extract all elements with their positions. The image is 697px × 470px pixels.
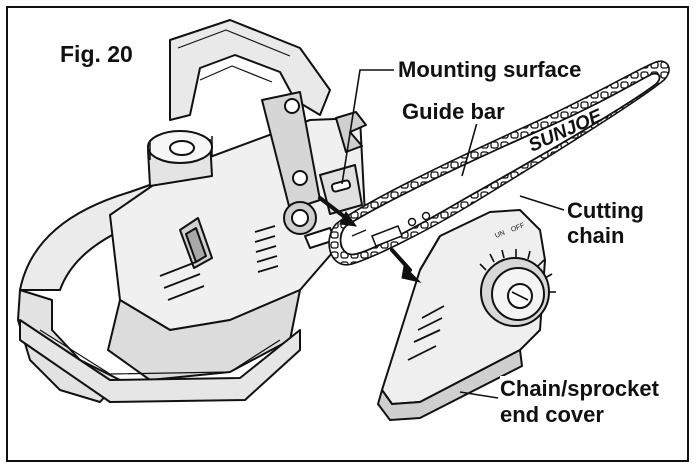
arrow-cover-icon xyxy=(390,248,412,272)
callout-end-cover-line1: Chain/sprocket xyxy=(500,376,659,401)
movement-arrows xyxy=(318,196,422,283)
figure-label: Fig. 20 xyxy=(60,41,133,67)
end-cover: UN OFF xyxy=(377,209,556,421)
callout-mounting-surface: Mounting surface xyxy=(398,57,582,82)
cover-marking-un: UN xyxy=(494,230,506,240)
arrow-cover-head-icon xyxy=(401,264,422,283)
chainsaw-body xyxy=(17,19,367,403)
arrow-bar-head-icon xyxy=(339,211,358,227)
callout-end-cover: Chain/sprocket end cover xyxy=(500,376,659,428)
leader-mounting-surface xyxy=(341,69,394,185)
callout-cutting-chain-line2: chain xyxy=(567,223,625,248)
callout-end-cover-line2: end cover xyxy=(500,402,604,427)
arrow-bar-icon xyxy=(318,196,348,220)
callout-cutting-chain: Cutting chain xyxy=(567,198,644,248)
callout-guide-bar: Guide bar xyxy=(402,99,505,124)
callout-cutting-chain-line1: Cutting xyxy=(567,198,644,223)
cover-marking-off: OFF xyxy=(510,222,526,234)
leader-end-cover xyxy=(459,391,499,399)
leader-cutting-chain xyxy=(519,195,565,211)
